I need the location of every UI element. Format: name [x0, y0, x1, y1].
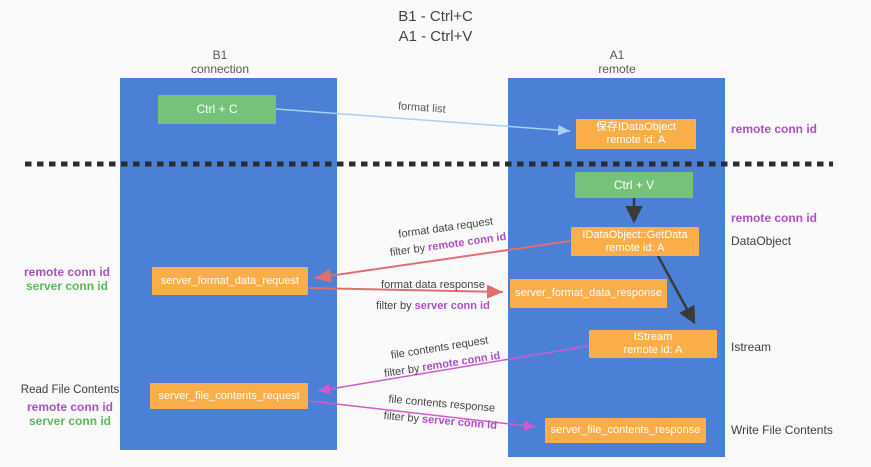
- server-format-data-response-label: server_format_data_response: [515, 287, 662, 299]
- server-file-contents-request-label: server_file_contents_request: [158, 389, 300, 402]
- diagram-title: B1 - Ctrl+C A1 - Ctrl+V: [0, 7, 871, 47]
- filter-by-text-3: filter by: [383, 362, 421, 381]
- filter-by-text-1: filter by: [389, 242, 426, 260]
- lane-b1-name: B1: [212, 48, 228, 62]
- server-file-contents-response-box: server_file_contents_response: [545, 418, 706, 443]
- left-server-conn-id-2: server conn id: [28, 414, 112, 428]
- lane-b1-role: connection: [190, 62, 250, 76]
- ctrl-v-label: Ctrl + V: [613, 177, 655, 192]
- title-line-2: A1 - Ctrl+V: [398, 28, 473, 45]
- istream-line2: remote id: A: [623, 344, 683, 356]
- ctrl-c-label: Ctrl + C: [196, 102, 238, 116]
- lane-a1-role: remote: [598, 62, 636, 76]
- getdata-line2: remote id: A: [605, 241, 665, 254]
- filter-by-text-2: filter by: [376, 300, 412, 312]
- lane-header-b1: B1 connection: [150, 48, 290, 76]
- left-remote-conn-id-1: remote conn id: [23, 265, 110, 279]
- istream-box: IStream remote id: A: [589, 330, 717, 358]
- format-data-request-label: format data request filter byremote conn…: [376, 211, 517, 264]
- read-file-contents-label: Read File Contents: [20, 384, 120, 396]
- left-conn-id-group-2: Read File Contents remote conn id server…: [18, 383, 122, 428]
- getdata-box: IDataObject::GetData remote id: A: [571, 227, 699, 256]
- remote-conn-id-label-top: remote conn id: [731, 122, 818, 136]
- server-format-data-request-box: server_format_data_request: [152, 267, 308, 295]
- left-server-conn-id-1: server conn id: [25, 279, 109, 293]
- left-remote-conn-id-2: remote conn id: [26, 400, 113, 414]
- lane-a1-name: A1: [609, 48, 625, 62]
- ctrl-v-box: Ctrl + V: [575, 172, 693, 198]
- save-idataobject-box: 保存IDataObject remote id: A: [576, 119, 696, 149]
- lane-header-a1: A1 remote: [547, 48, 687, 76]
- format-data-response-text: format data response: [381, 279, 485, 291]
- server-format-data-response-box: server_format_data_response: [510, 279, 667, 308]
- remote-conn-id-label-mid: remote conn id: [731, 211, 818, 225]
- getdata-line1: IDataObject::GetData: [582, 228, 688, 241]
- save-idataobject-line2: remote id: A: [606, 134, 666, 146]
- filter-key-4: server conn id: [421, 413, 498, 432]
- ctrl-c-box: Ctrl + C: [158, 95, 276, 124]
- file-contents-request-label: file contents request filter byremote co…: [370, 329, 512, 384]
- dataobject-label: DataObject: [731, 234, 792, 248]
- format-list-label: format list: [397, 100, 447, 116]
- write-file-contents-label: Write File Contents: [731, 423, 833, 437]
- server-format-data-request-label: server_format_data_request: [160, 274, 300, 287]
- istream-side-label: Istream: [731, 340, 772, 354]
- left-conn-id-group-1: remote conn id server conn id: [18, 265, 116, 293]
- save-idataobject-line1: 保存IDataObject: [595, 121, 677, 133]
- server-file-contents-response-label: server_file_contents_response: [550, 424, 701, 436]
- title-line-1: B1 - Ctrl+C: [398, 8, 473, 25]
- filter-key-2: server conn id: [414, 300, 490, 312]
- filter-by-text-4: filter by: [383, 410, 420, 426]
- istream-line1: IStream: [633, 331, 673, 343]
- server-file-contents-request-box: server_file_contents_request: [150, 383, 308, 409]
